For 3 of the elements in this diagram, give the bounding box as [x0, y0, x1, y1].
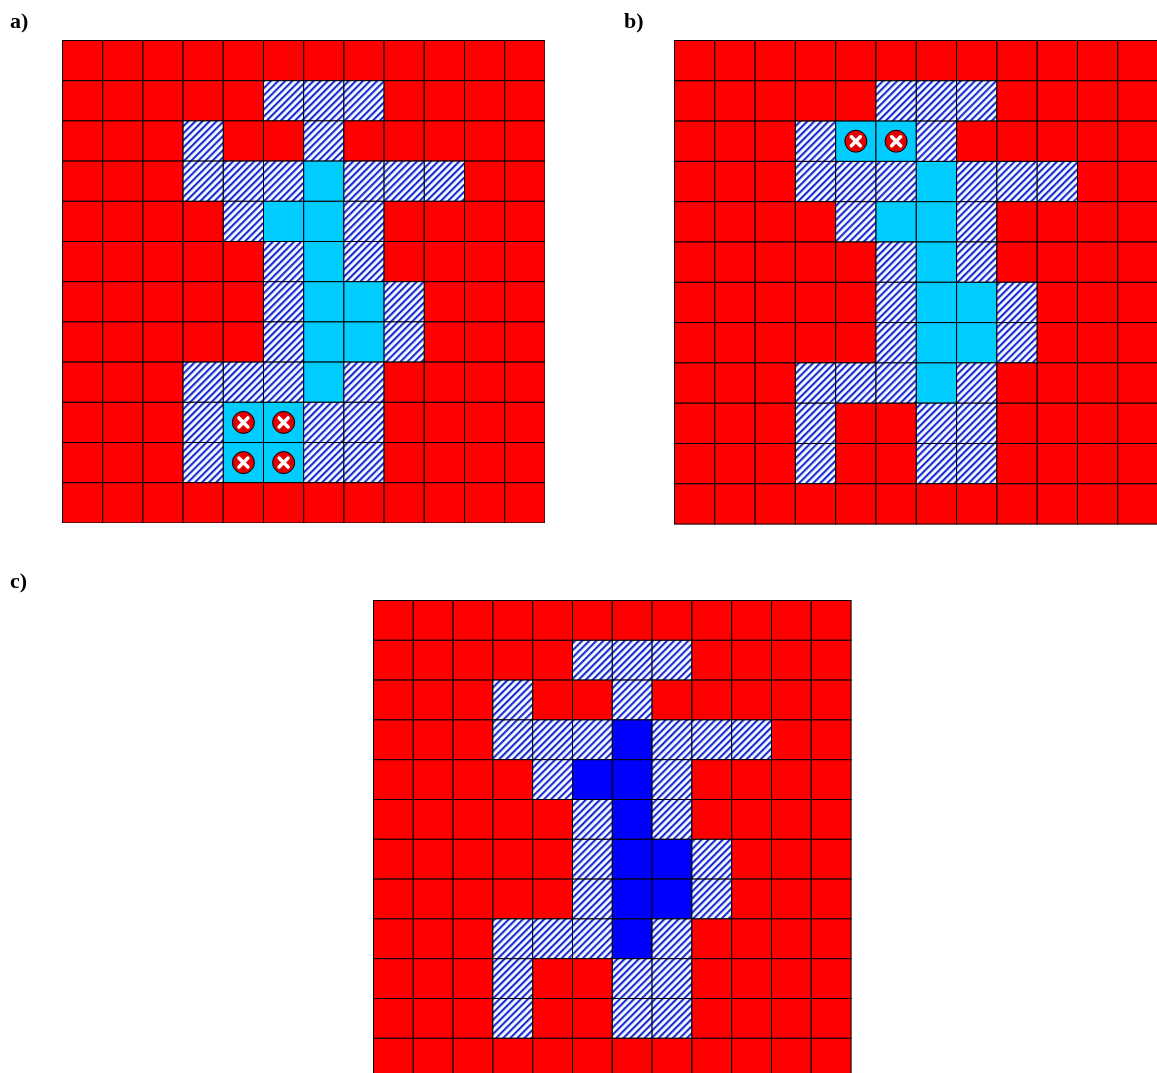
- panel-label: a): [10, 8, 29, 34]
- panel-label: c): [10, 568, 28, 594]
- panel-label: b): [624, 8, 644, 34]
